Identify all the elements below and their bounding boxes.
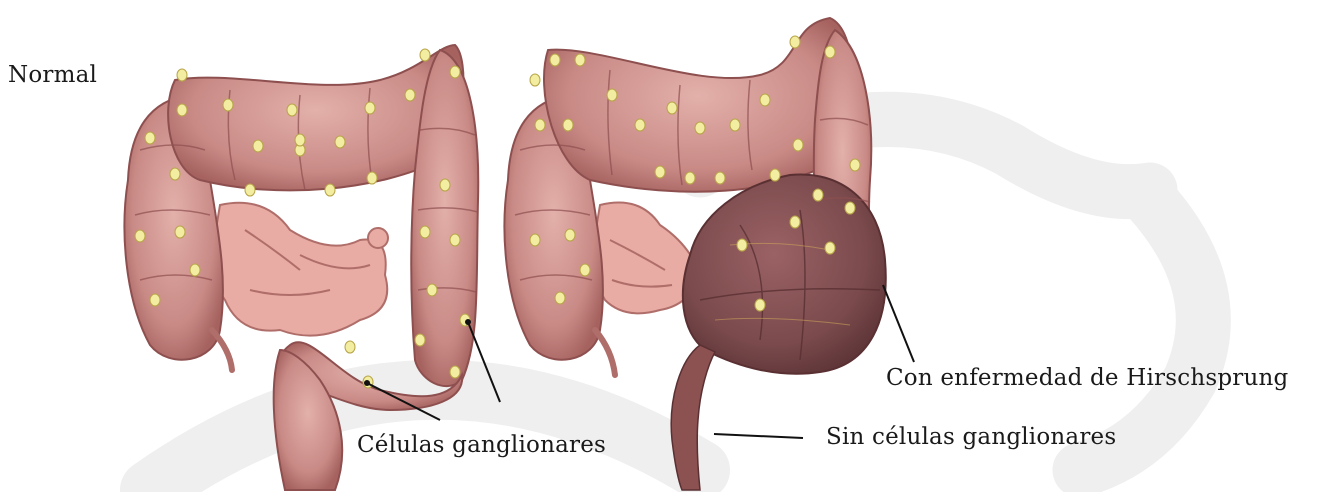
- normal-colon: [124, 45, 478, 490]
- label-with-hirschsprung: Con enfermedad de Hirschsprung: [886, 365, 1288, 391]
- label-no-ganglion-cells: Sin células ganglionares: [826, 424, 1116, 450]
- normal-small-intestine: [209, 203, 388, 336]
- hirschsprung-megacolon: [683, 174, 886, 373]
- label-normal: Normal: [8, 62, 97, 88]
- hirschsprung-transverse-colon: [544, 18, 852, 192]
- leader-hirschsprung: [883, 285, 914, 362]
- leader-no-ganglion: [714, 434, 803, 438]
- label-ganglion-cells: Células ganglionares: [357, 432, 606, 458]
